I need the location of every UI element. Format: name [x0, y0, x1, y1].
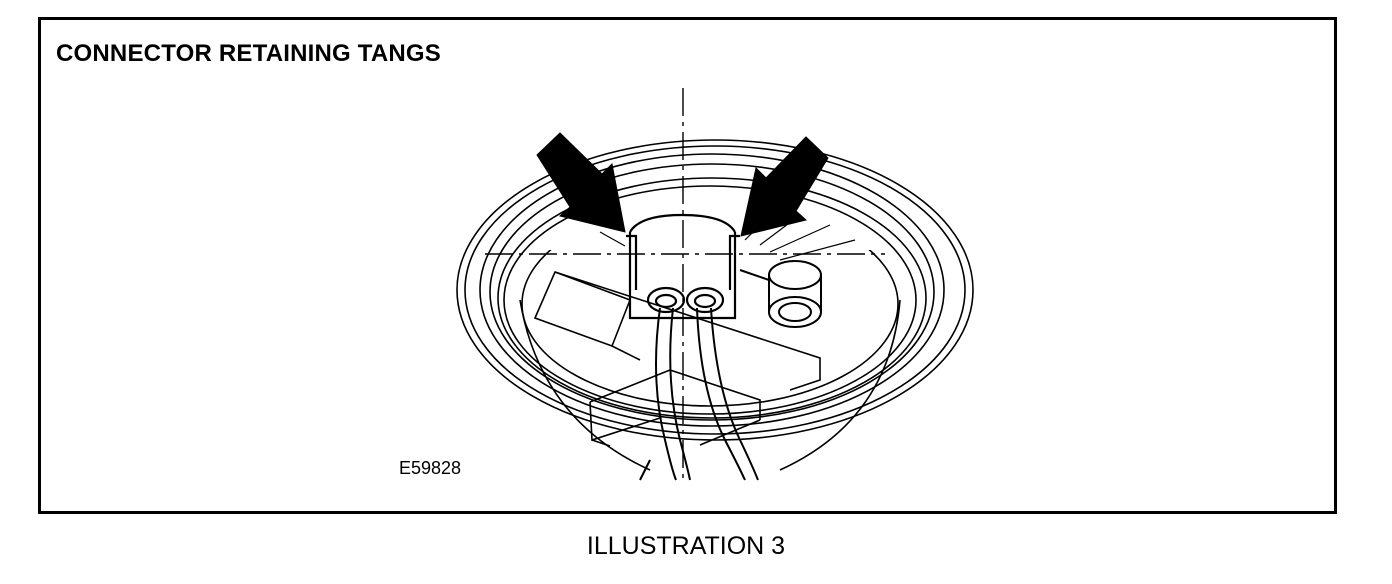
wiring-harness [639, 307, 759, 481]
illustration-caption: ILLUSTRATION 3 [586, 532, 786, 560]
round-post [739, 260, 822, 328]
housing-ring [456, 139, 974, 471]
illustration-title: CONNECTOR RETAINING TANGS [56, 40, 442, 67]
left-arrow-icon [536, 132, 626, 233]
illustration-code: E59828 [399, 458, 462, 478]
inner-ribs [599, 214, 856, 261]
illustration-frame: CONNECTOR RETAINING TANGS E59828 [38, 17, 1337, 514]
right-arrow-icon [740, 136, 829, 237]
